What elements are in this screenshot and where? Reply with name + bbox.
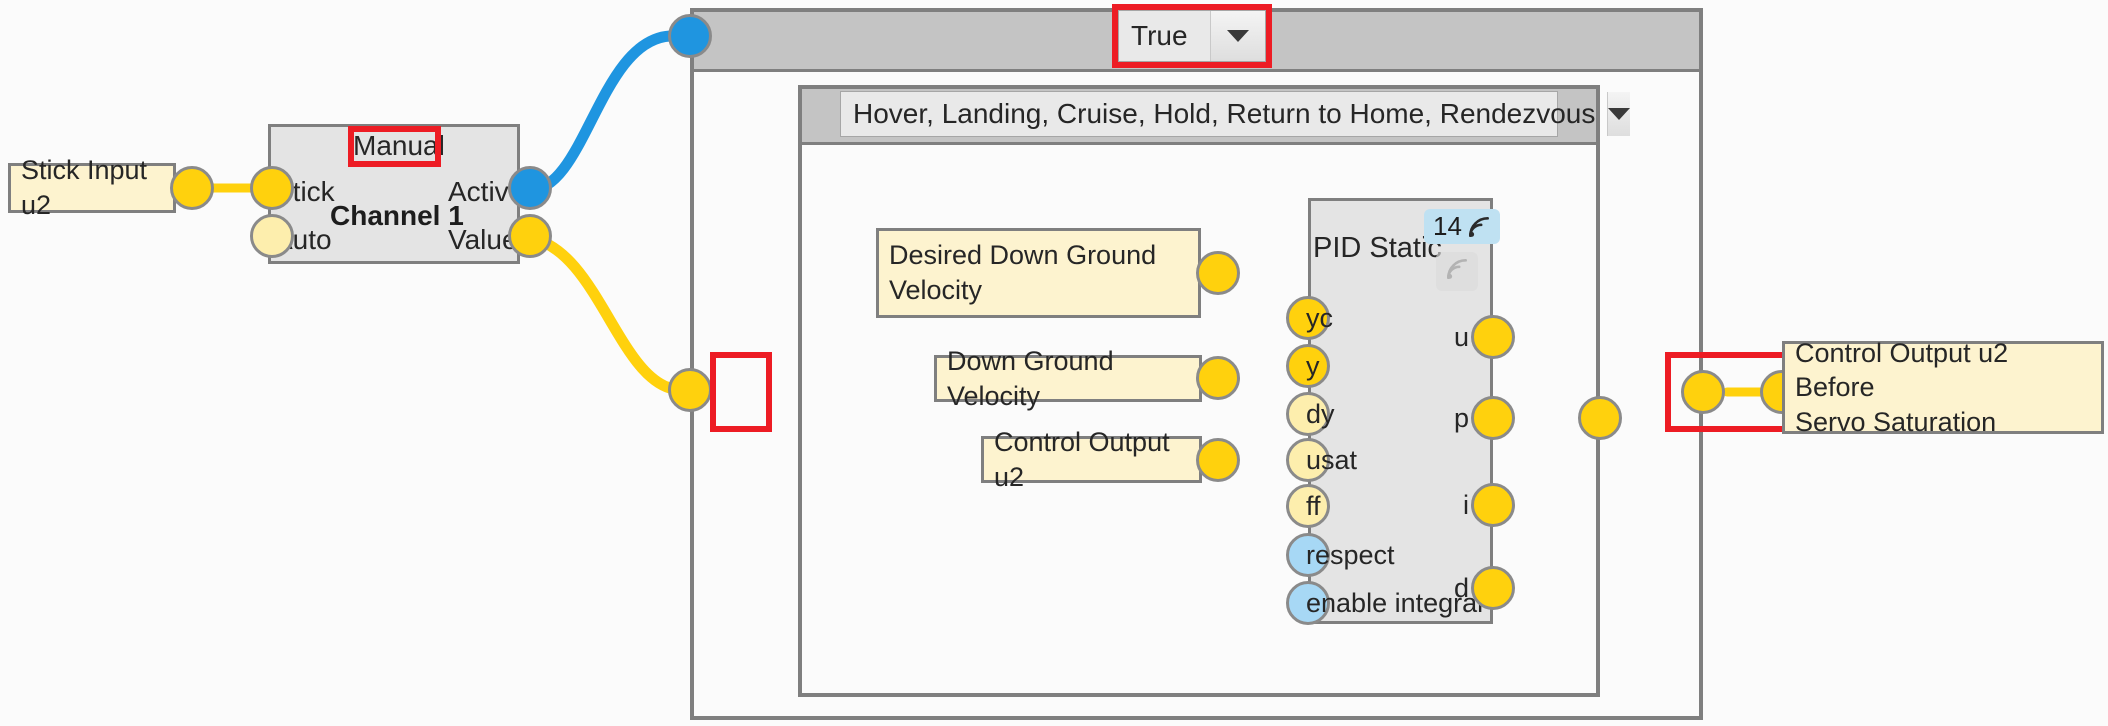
pid-output-port-u[interactable] xyxy=(1471,315,1515,359)
true-dropdown-caret[interactable] xyxy=(1210,11,1265,61)
control-output-u2-output-port[interactable] xyxy=(1196,438,1240,482)
pid-input-port-respect[interactable] xyxy=(1286,533,1330,577)
pid-output-label-d: d xyxy=(1453,573,1469,603)
channel-1-output-value-label: Value xyxy=(448,224,518,255)
stick-input-node[interactable]: Stick Input u2 xyxy=(8,155,176,220)
channel-1-title: Channel 1 xyxy=(330,200,464,231)
pid-sample-rate-value: 14 xyxy=(1433,211,1462,241)
pid-input-label-dy: dy xyxy=(1306,399,1335,429)
channel-1-auto-input-port[interactable] xyxy=(250,214,294,258)
pid-input-label-respect: respect xyxy=(1306,540,1395,570)
pid-output-label-i: i xyxy=(1463,490,1469,520)
mode-dropdown[interactable]: Hover, Landing, Cruise, Hold, Return to … xyxy=(840,91,1631,137)
pid-input-label-y: y xyxy=(1306,351,1320,381)
down-ground-velocity-label: Down Ground Velocity xyxy=(947,345,1114,411)
pid-output-port-p[interactable] xyxy=(1471,396,1515,440)
true-dropdown-highlight xyxy=(1112,4,1272,68)
signal-icon-disabled xyxy=(1447,259,1467,279)
desired-down-ground-velocity-node[interactable]: Desired Down Ground Velocity xyxy=(876,228,1201,318)
down-ground-velocity-output-port[interactable] xyxy=(1196,356,1240,400)
pid-input-port-dy[interactable] xyxy=(1286,392,1330,436)
inner-container-output-port[interactable] xyxy=(1578,396,1622,440)
pid-input-label-enable-integral: enable integral xyxy=(1306,588,1484,618)
down-ground-velocity-node[interactable]: Down Ground Velocity xyxy=(934,346,1202,411)
control-output-u2-label: Control Output u2 xyxy=(994,426,1170,492)
mode-dropdown-caret[interactable] xyxy=(1607,92,1631,136)
channel-1-stick-input-port[interactable] xyxy=(250,166,294,210)
pid-output-label-u: u xyxy=(1453,322,1469,352)
true-dropdown-value: True xyxy=(1131,20,1188,51)
pid-output-port-i[interactable] xyxy=(1471,483,1515,527)
control-output-u2-node[interactable]: Control Output u2 xyxy=(981,427,1202,492)
channel-1-active-output-port[interactable] xyxy=(508,166,552,210)
pid-input-port-enable-integral[interactable] xyxy=(1286,581,1330,625)
pid-input-port-y[interactable] xyxy=(1286,344,1330,388)
pid-output-label-p: p xyxy=(1453,403,1469,433)
outer-container-output-port[interactable] xyxy=(1681,370,1725,414)
sink-label-line-1: Control Output u2 Before xyxy=(1795,337,2009,403)
pid-secondary-signal-badge[interactable] xyxy=(1436,252,1478,291)
chevron-down-icon xyxy=(1227,30,1249,42)
sink-node-label: Control Output u2 Before Servo Saturatio… xyxy=(1785,336,2101,440)
pid-input-label-ff: ff xyxy=(1306,491,1321,521)
sink-label-line-2: Servo Saturation xyxy=(1795,406,1997,437)
mode-dropdown-value: Hover, Landing, Cruise, Hold, Return to … xyxy=(853,98,1596,129)
pid-sample-rate-badge[interactable]: 14 xyxy=(1424,209,1500,244)
outer-container-active-input-port[interactable] xyxy=(668,14,712,58)
container-input-port-highlight xyxy=(710,352,772,432)
pid-input-port-ff[interactable] xyxy=(1286,484,1330,528)
signal-icon xyxy=(1468,216,1489,237)
pid-input-label-usat: usat xyxy=(1306,445,1358,475)
stick-input-label: Stick Input u2 xyxy=(21,155,148,220)
pid-output-port-d[interactable] xyxy=(1471,566,1515,610)
desired-down-ground-velocity-label: Desired Down Ground Velocity xyxy=(879,238,1166,307)
chevron-down-icon xyxy=(1608,108,1631,120)
channel-1-value-output-port[interactable] xyxy=(508,214,552,258)
label-line-2: Velocity xyxy=(889,275,983,305)
manual-mode-highlight xyxy=(348,126,441,167)
pid-input-port-usat[interactable] xyxy=(1286,438,1330,482)
pid-input-port-yc[interactable] xyxy=(1286,296,1330,340)
control-output-u2-before-servo-saturation-node[interactable]: Control Output u2 Before Servo Saturatio… xyxy=(1782,338,2104,437)
channel-1-mode-label[interactable]: Manual xyxy=(353,130,445,161)
true-dropdown[interactable]: True xyxy=(1118,10,1266,62)
label-line-1: Desired Down Ground xyxy=(889,240,1157,271)
stick-input-output-port[interactable] xyxy=(170,166,214,210)
outer-container-value-input-port[interactable] xyxy=(668,368,712,412)
pid-input-label-yc: yc xyxy=(1306,303,1333,333)
desired-down-ground-velocity-output-port[interactable] xyxy=(1196,251,1240,295)
pid-static-title: PID Static xyxy=(1313,232,1442,264)
